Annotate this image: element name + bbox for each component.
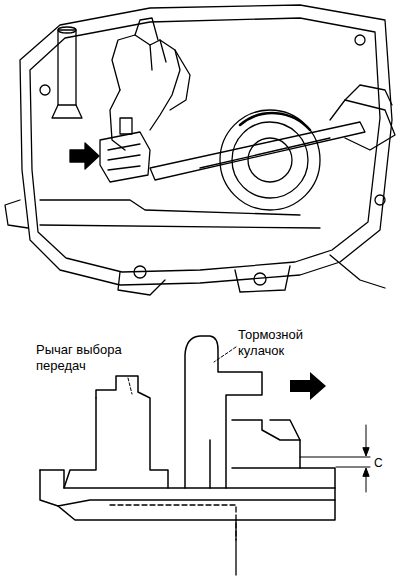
gear-select-lever [64, 376, 168, 488]
hidden-line [110, 505, 236, 540]
tool [150, 85, 395, 180]
part-label: Тормозной кулачок [238, 327, 328, 359]
dimension-label: C [374, 455, 383, 471]
hand [110, 18, 190, 150]
center-line [235, 520, 236, 575]
transmission-housing [5, 5, 392, 295]
part-label: Рычаг выбора передач [36, 342, 140, 374]
brake-cam [185, 336, 300, 488]
leader-line [128, 347, 236, 394]
dimension-c [300, 425, 370, 492]
base-plate [40, 468, 335, 520]
direction-arrow [290, 372, 326, 400]
arrow-mark [70, 143, 99, 169]
shaft [52, 27, 82, 118]
case-rib [40, 200, 320, 228]
selector-lever [100, 118, 150, 182]
